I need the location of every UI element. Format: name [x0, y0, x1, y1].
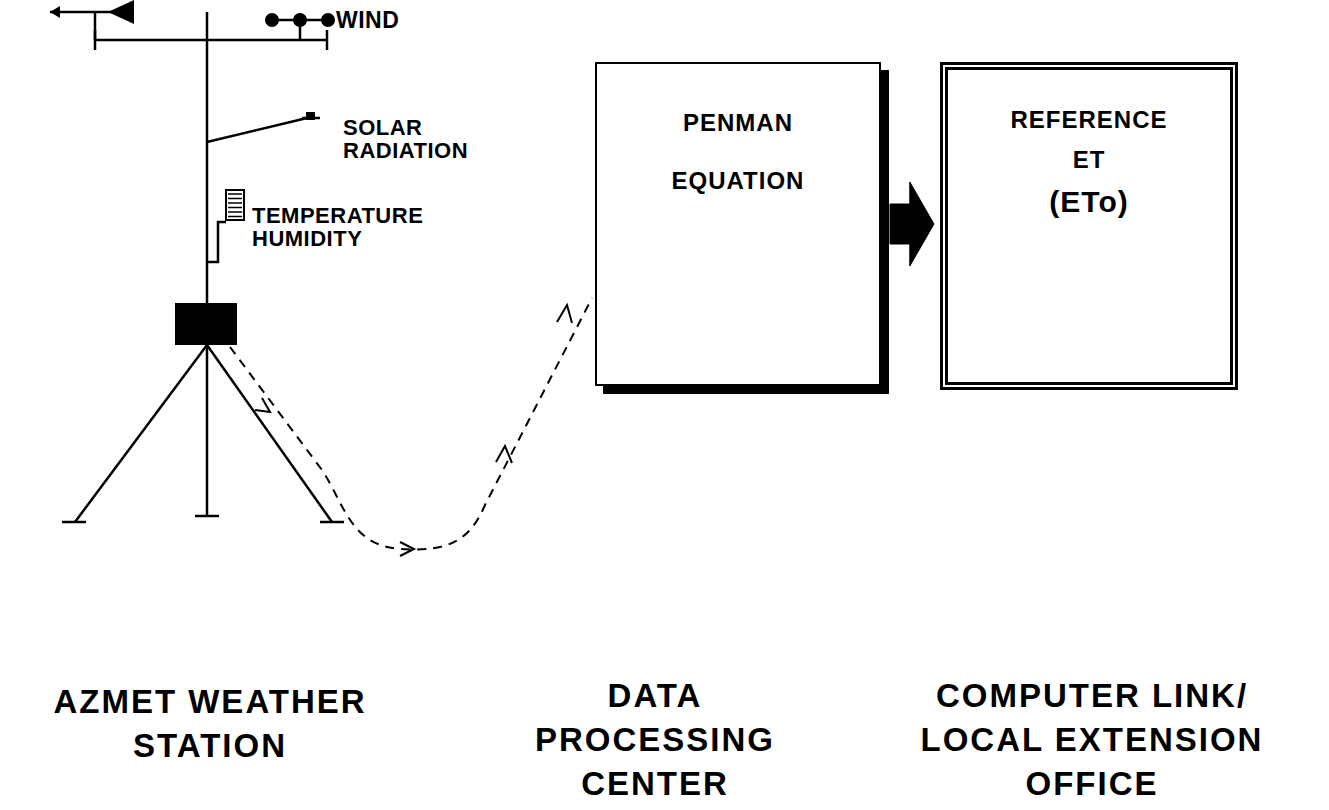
- node-text: REFERENCE ET: [1010, 100, 1167, 180]
- block-arrow: [890, 182, 934, 266]
- link-arrowhead: [255, 398, 270, 412]
- mast: [206, 12, 209, 516]
- tripod-leg: [75, 345, 207, 522]
- node-text: PENMAN EQUATION: [672, 94, 805, 210]
- tripod-foot: [62, 521, 86, 524]
- data-link: [230, 298, 592, 549]
- output-box: REFERENCE ET(ETo): [940, 62, 1238, 390]
- tripod-leg: [207, 345, 332, 522]
- section-caption: DATA PROCESSING CENTER: [505, 674, 805, 806]
- sensor-label: TEMPERATURE HUMIDITY: [252, 204, 423, 250]
- section-caption: COMPUTER LINK/ LOCAL EXTENSION OFFICE: [892, 674, 1292, 806]
- solar-arm: [207, 118, 307, 142]
- sensor-label: SOLAR RADIATION: [343, 116, 468, 162]
- vane-tip: [50, 6, 60, 18]
- sensor-bracket: [207, 222, 226, 262]
- link-arrowhead: [496, 446, 512, 463]
- vane-tail: [108, 0, 134, 24]
- vane-post: [94, 12, 97, 40]
- anemometer-cup: [265, 13, 279, 27]
- crossbar: [95, 39, 327, 42]
- process-box: PENMAN EQUATION: [595, 62, 881, 386]
- datalogger-box: [175, 303, 237, 345]
- section-caption: AZMET WEATHER STATION: [30, 680, 390, 768]
- tripod-foot: [320, 521, 344, 524]
- link-arrowhead: [557, 305, 572, 323]
- anemometer-cup: [293, 13, 307, 27]
- link-arrowhead: [400, 542, 414, 556]
- temperature-sensor: [226, 190, 244, 220]
- node-subtext: (ETo): [1049, 180, 1128, 224]
- tripod-foot: [195, 515, 219, 518]
- crossbar-end: [326, 30, 329, 50]
- sensor-label: WIND: [336, 8, 399, 32]
- pyranometer: [306, 112, 315, 120]
- anemometer-cup: [321, 13, 335, 27]
